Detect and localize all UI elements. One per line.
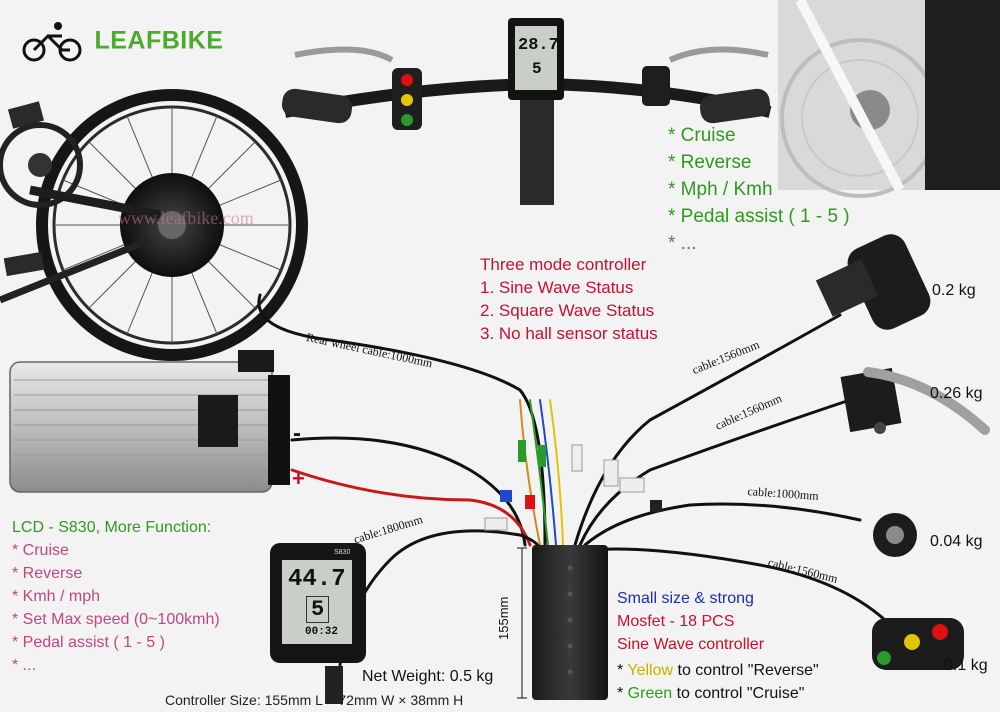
lcd-title: LCD - S830, More Function:	[12, 519, 212, 536]
feature-item: * Pedal assist ( 1 - 5 )	[668, 206, 850, 227]
rear-wheel-photo	[0, 89, 308, 361]
top-lcd-speed: 28.7	[518, 36, 559, 55]
controller-size: Controller Size: 155mm L × 72mm W × 38mm…	[165, 692, 464, 708]
mode-item: 3. No hall sensor status	[480, 324, 658, 343]
controller-modes: Three mode controller 1. Sine Wave Statu…	[480, 253, 658, 345]
lcd-item: * Kmh / mph	[12, 588, 101, 605]
lcd-odo-readout: 00:32	[305, 626, 339, 638]
modes-title: Three mode controller	[480, 255, 647, 274]
lcd-item: * Set Max speed (0~100kmh)	[12, 611, 220, 628]
controller-box	[517, 545, 608, 700]
connectors	[484, 440, 662, 531]
battery-minus: -	[293, 420, 301, 447]
legend-bullet: *	[617, 685, 628, 702]
lcd-level-readout: 5	[306, 596, 330, 623]
brand-name: LEAFBIKE	[94, 26, 224, 55]
feature-item: * Mph / Kmh	[668, 179, 773, 200]
battery-plus: +	[292, 466, 305, 491]
lcd-feature-list: LCD - S830, More Function: * Cruise * Re…	[12, 516, 220, 677]
spec-mosfet: Mosfet - 18 PCS	[617, 613, 735, 630]
mode-item: 2. Square Wave Status	[480, 301, 655, 320]
legend-green: * Green to control "Cruise"	[617, 682, 819, 705]
weight-brake: 0.26 kg	[930, 385, 983, 402]
top-lcd-level: 5	[532, 60, 542, 78]
pas-sensor-graphic	[873, 513, 917, 557]
weight-throttle: 0.2 kg	[932, 282, 976, 299]
lcd-item: * Cruise	[12, 542, 69, 559]
weight-pas: 0.04 kg	[930, 533, 983, 550]
handlebar-photo	[281, 18, 772, 205]
brake-lever-graphic	[840, 367, 990, 435]
lcd-speed-readout: 44.7	[288, 566, 346, 593]
lcd-item: * Pedal assist ( 1 - 5 )	[12, 634, 165, 651]
cyclist-icon	[22, 22, 82, 62]
feature-list-top: * Cruise * Reverse * Mph / Kmh * Pedal a…	[668, 122, 850, 257]
brake-detail-photo	[778, 0, 1000, 198]
controller-height-label: 155mm	[496, 596, 511, 640]
feature-item: * Reverse	[668, 152, 752, 173]
throttle-graphic	[815, 234, 931, 330]
spec-sine: Sine Wave controller	[617, 636, 765, 653]
switch-legend: * Yellow to control "Reverse" * Green to…	[617, 659, 819, 705]
legend-green-text: to control "Cruise"	[672, 685, 805, 702]
legend-yellow-text: to control "Reverse"	[673, 662, 819, 679]
mode-item: 1. Sine Wave Status	[480, 278, 634, 297]
legend-bullet: *	[617, 662, 628, 679]
leafbike-logo: LEAFBIKE	[18, 20, 223, 62]
legend-green-word: Green	[627, 685, 673, 702]
legend-yellow: * Yellow to control "Reverse"	[617, 659, 819, 682]
switch-graphic	[872, 618, 964, 670]
watermark: www.leafbike.com	[118, 208, 254, 228]
controller-spec-block: Small size & strong Mosfet - 18 PCS Sine…	[617, 587, 764, 656]
feature-item: * ...	[668, 233, 697, 254]
spec-small-size: Small size & strong	[617, 590, 754, 607]
lcd-item: * Reverse	[12, 565, 83, 582]
feature-item: * Cruise	[668, 125, 736, 146]
legend-yellow-word: Yellow	[627, 662, 674, 679]
controller-weight: Net Weight: 0.5 kg	[362, 668, 494, 685]
lcd-brand: S830	[334, 549, 351, 556]
s830-display	[270, 543, 366, 704]
weight-switch: 0.1 kg	[944, 657, 988, 674]
lcd-item: * ...	[12, 657, 37, 674]
battery-graphic	[9, 350, 290, 493]
